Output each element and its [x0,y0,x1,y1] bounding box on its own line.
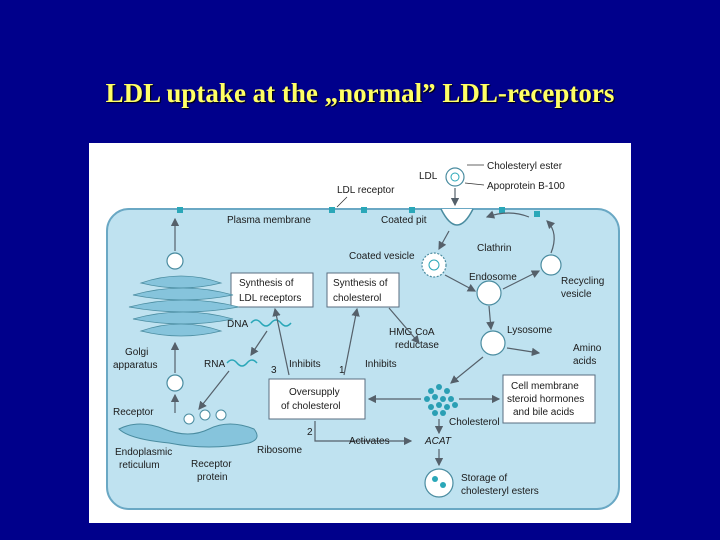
label-cell-membrane-1: Cell membrane [511,381,579,392]
label-acat: ACAT [424,436,452,447]
label-amino-1: Amino [573,343,602,354]
ldl-uptake-diagram: LDL Cholesteryl ester Apoprotein B-100 L… [89,143,631,523]
slide-title: LDL uptake at the „normal” LDL-receptors [105,78,615,108]
endosome [476,280,502,306]
label-receptor: Receptor [113,407,154,418]
label-synth-chol-2: cholesterol [333,293,381,304]
label-ribosome: Ribosome [257,445,302,456]
label-cell-membrane-3: and bile acids [513,407,574,418]
label-coated-vesicle: Coated vesicle [349,251,415,262]
label-receptor-protein-2: protein [197,472,228,483]
label-recycling-1: Recycling [561,276,604,287]
label-endosome: Endosome [469,272,517,283]
label-clathrin: Clathrin [477,243,511,254]
dna-strand [250,319,292,327]
label-golgi-1: Golgi [125,347,148,358]
label-storage-1: Storage of [461,473,507,484]
label-inhibits-3: Inhibits [289,359,321,370]
label-cholesterol: Cholesterol [449,417,500,428]
label-er-1: Endoplasmic [115,447,172,458]
cholesterol-cluster [424,384,458,416]
label-storage-2: cholesteryl esters [461,486,539,497]
label-dna: DNA [227,319,248,330]
label-golgi-2: apparatus [113,360,157,371]
ribosomes [183,409,227,425]
label-activates: Activates [349,436,390,447]
label-rna: RNA [204,359,225,370]
label-apoprotein: Apoprotein B-100 [487,181,565,192]
label-lysosome: Lysosome [507,325,553,336]
label-amino-2: acids [573,356,596,367]
label-ldl: LDL [419,171,438,182]
box-oversupply [268,378,366,420]
label-num-1: 1 [339,365,345,376]
lysosome [480,330,506,356]
box-cell-membrane [502,374,596,424]
label-oversupply-2: of cholesterol [281,401,340,412]
ldl-particle [445,167,465,187]
label-receptor-protein-1: Receptor [191,459,232,470]
label-plasma-membrane: Plasma membrane [227,215,311,226]
storage-droplet [424,468,454,498]
membrane-receptors [177,207,540,217]
label-cholesteryl-ester: Cholesteryl ester [487,161,563,172]
label-synth-receptors-2: LDL receptors [239,293,301,304]
label-synth-chol-1: Synthesis of [333,278,388,289]
box-synthesis-receptors [230,272,314,308]
box-synthesis-cholesterol [326,272,400,308]
golgi-apparatus [128,275,240,337]
label-coated-pit: Coated pit [381,215,427,226]
label-cell-membrane-2: steroid hormones [507,394,584,405]
label-ldl-receptor: LDL receptor [337,185,395,196]
label-synth-receptors-1: Synthesis of [239,278,294,289]
label-er-2: reticulum [119,460,160,471]
label-oversupply-1: Oversupply [289,387,340,398]
label-num-3: 3 [271,365,277,376]
recycling-vesicle [540,254,562,276]
coated-pit [440,208,474,226]
label-recycling-2: vesicle [561,289,592,300]
endoplasmic-reticulum [118,423,258,448]
coated-vesicle [421,252,447,278]
label-hmg-1: HMG CoA [389,327,435,338]
label-num-2: 2 [307,427,313,438]
rna-strand [226,359,258,367]
label-hmg-2: reductase [395,340,439,351]
label-inhibits-1: Inhibits [365,359,397,370]
